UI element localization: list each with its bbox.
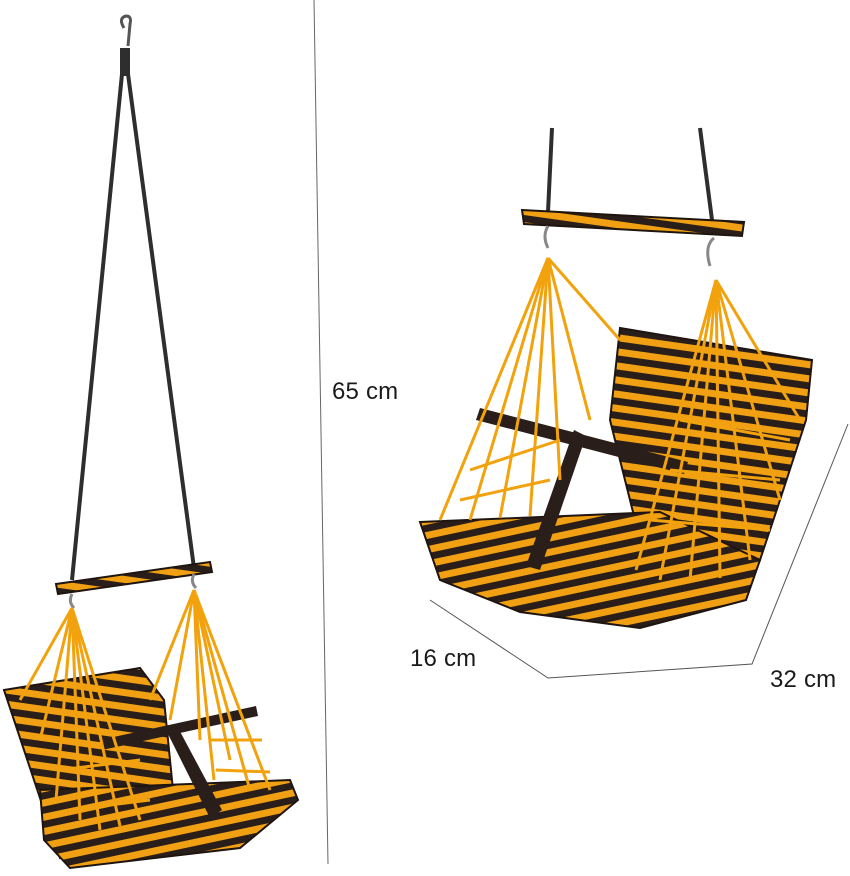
top-bar-closeup bbox=[520, 208, 746, 238]
chain-left bbox=[70, 73, 124, 581]
divider-line bbox=[313, 0, 329, 865]
swing-closeup-view bbox=[418, 127, 814, 630]
swing-full-view bbox=[2, 14, 300, 870]
top-bar bbox=[54, 560, 214, 596]
depth-dimension-label: 16 cm bbox=[410, 645, 477, 672]
chain-right bbox=[126, 73, 196, 569]
front-bar bbox=[100, 706, 258, 750]
chain-right-closeup bbox=[698, 127, 714, 221]
dimension-guide-lines bbox=[429, 423, 849, 679]
seat-cushion-closeup bbox=[418, 510, 762, 630]
chain-left-closeup bbox=[546, 127, 554, 213]
width-dimension-label: 32 cm bbox=[770, 666, 837, 693]
height-dimension-label: 65 cm bbox=[332, 378, 399, 405]
seat-cushion bbox=[38, 778, 300, 870]
hook-icon bbox=[119, 14, 132, 47]
